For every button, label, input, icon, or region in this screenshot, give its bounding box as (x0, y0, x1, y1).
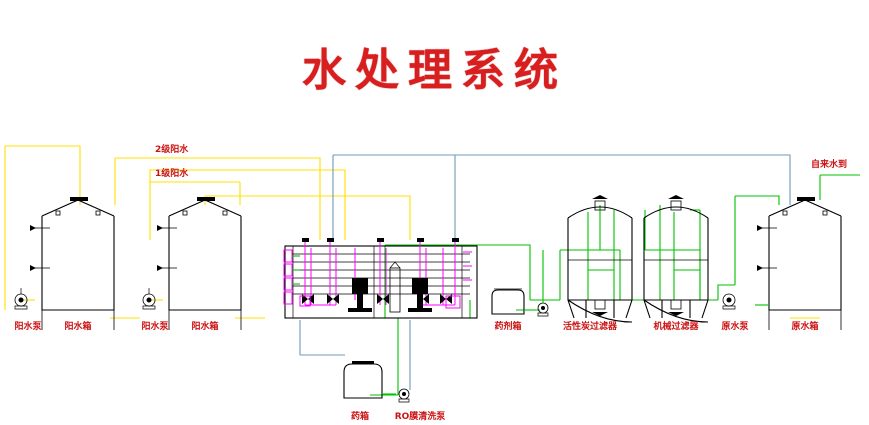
cation-tank-1-body (30, 197, 115, 330)
equipment-label-chem-box: 药箱 (350, 412, 370, 422)
ro-high-pressure-pump-1 (348, 278, 372, 312)
equipment-label-mech-filter: 机械过滤器 (653, 322, 699, 332)
carbon-filter-body (567, 195, 633, 323)
valve-symbol (327, 294, 339, 304)
raw-water-tank-body (755, 197, 842, 330)
equipment-label-raw-water-pump: 原水泵 (721, 322, 749, 332)
flow-label-stage1-product: 1级阳水 (155, 169, 189, 179)
cation-tank-2-body (157, 197, 242, 330)
equipment-label-carbon-filter: 活性炭过滤器 (562, 322, 618, 332)
ro-cartridge-filter (389, 261, 401, 313)
equipment-label-dosing-tank: 药剂箱 (494, 322, 522, 332)
feed-water-pipes (305, 174, 860, 396)
dosing-tank-body (491, 250, 549, 317)
cation-pump-2-symbol (142, 288, 156, 310)
valve-symbol (377, 294, 389, 304)
flow-label-stage2-product: 2级阳水 (155, 145, 189, 155)
equipment-label-raw-water-tank: 原水箱 (791, 322, 819, 332)
drain-pipes (299, 154, 791, 390)
flow-label-tap-water-in: 自来水到 (811, 160, 848, 170)
page-title: 水处理系统 (302, 45, 567, 96)
ro-high-pressure-pump-2 (408, 278, 432, 312)
cation-pump-1-symbol (14, 288, 28, 310)
ro-skid-valves (299, 261, 461, 313)
ro-skid-top-stubs (302, 238, 459, 248)
mech-filter-body (643, 195, 709, 323)
dosing-pump-symbol (537, 250, 549, 317)
equipment-label-cation-pump-2: 阳水泵 (141, 322, 169, 332)
ro-skid-magenta-piping (304, 248, 472, 306)
ro-membrane-skid-body (283, 245, 478, 319)
product-water-pipes (4, 145, 411, 319)
raw-water-pump-symbol (722, 293, 736, 310)
ro-left-manifold (283, 249, 300, 305)
equipment-label-ro-clean-pump: RO膜清洗泵 (394, 412, 446, 422)
equipment-label-cation-pump-1: 阳水泵 (14, 322, 42, 332)
equipment-label-cation-tank-1: 阳水箱 (64, 322, 92, 332)
chem-box-body (343, 361, 396, 399)
equipment-label-cation-tank-2: 阳水箱 (191, 322, 219, 332)
ro-clean-pump-symbol (398, 388, 410, 403)
